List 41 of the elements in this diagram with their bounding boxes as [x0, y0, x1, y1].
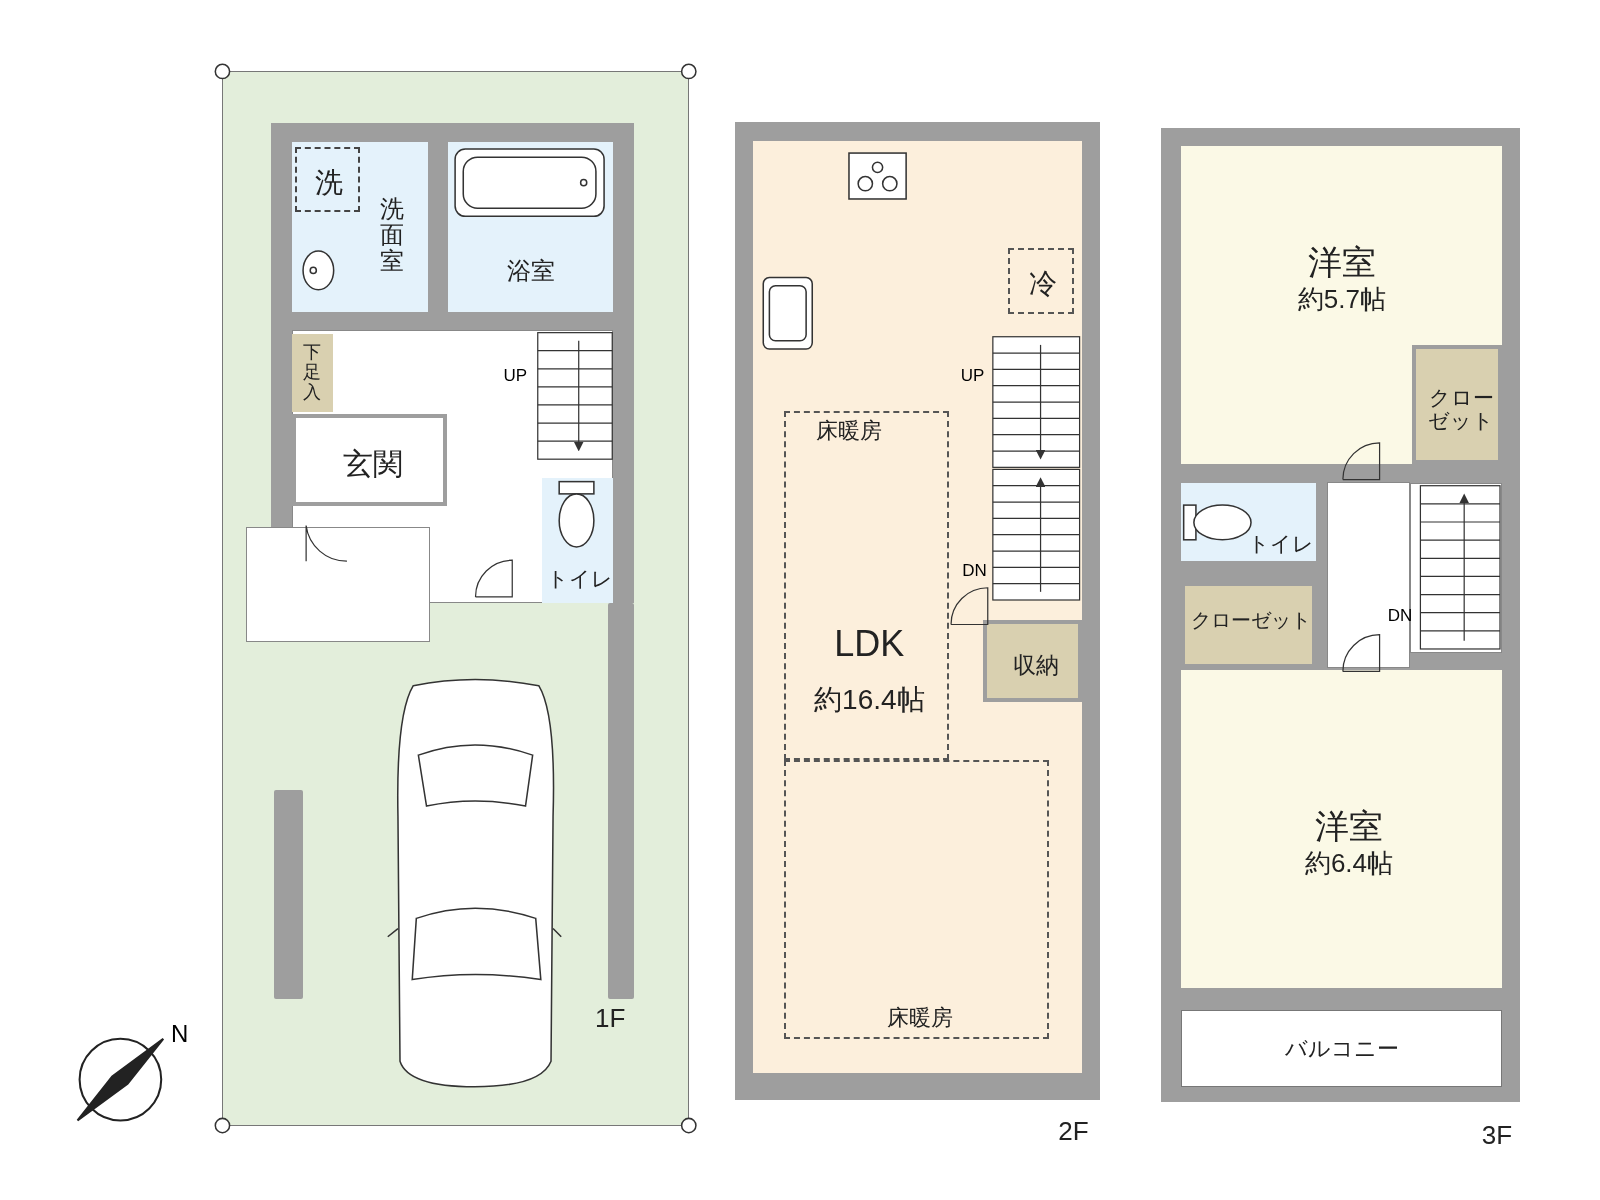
- area-label: 床暖房: [815, 416, 882, 445]
- room-name: クローゼット: [1190, 607, 1311, 633]
- room-name: 洋室: [1314, 805, 1383, 847]
- room-name: 洗面室: [379, 196, 404, 276]
- room: [291, 414, 447, 507]
- north-label: N: [170, 1018, 189, 1049]
- wall-pillar: [608, 603, 634, 999]
- floor-label: 3F: [1481, 1118, 1513, 1151]
- room-name: トイレ: [1247, 530, 1314, 557]
- shoe-storage: [291, 333, 333, 413]
- stair-direction-label: UP: [960, 364, 985, 387]
- stair-direction-label: DN: [1387, 605, 1413, 628]
- room-name: トイレ: [546, 565, 613, 592]
- room-name: 収納: [1013, 650, 1060, 680]
- room-name: 下足入: [303, 343, 322, 403]
- room-name: クローゼット: [1428, 385, 1495, 432]
- fridge-space: [1008, 247, 1075, 315]
- floor-heating-area: [783, 411, 949, 761]
- balcony: [1180, 1010, 1502, 1087]
- room-name: 浴室: [506, 256, 555, 287]
- room: [291, 141, 428, 313]
- room-area: 約5.7帖: [1297, 282, 1386, 316]
- area-label: 床暖房: [887, 1004, 954, 1033]
- room: [1180, 670, 1502, 988]
- floor-label: 1F: [595, 1002, 626, 1035]
- room-name: LDK: [834, 621, 905, 666]
- room: [982, 620, 1082, 702]
- stair-direction-label: UP: [503, 364, 528, 387]
- room-name: 洋室: [1307, 241, 1376, 283]
- room-name: 冷: [1029, 266, 1058, 301]
- room: [1180, 145, 1502, 465]
- room-name: 玄関: [343, 446, 404, 483]
- floor-heating-area: [783, 760, 1049, 1039]
- room-area: 約6.4帖: [1304, 846, 1394, 880]
- room-name: バルコニー: [1285, 1035, 1400, 1064]
- floor-label: 2F: [1058, 1114, 1089, 1147]
- stair-direction-label: DN: [962, 560, 987, 583]
- room-area: 約16.4帖: [814, 681, 925, 717]
- washer-space: [294, 146, 361, 213]
- wall-pillar: [274, 789, 303, 999]
- room-name: 洗: [315, 165, 344, 200]
